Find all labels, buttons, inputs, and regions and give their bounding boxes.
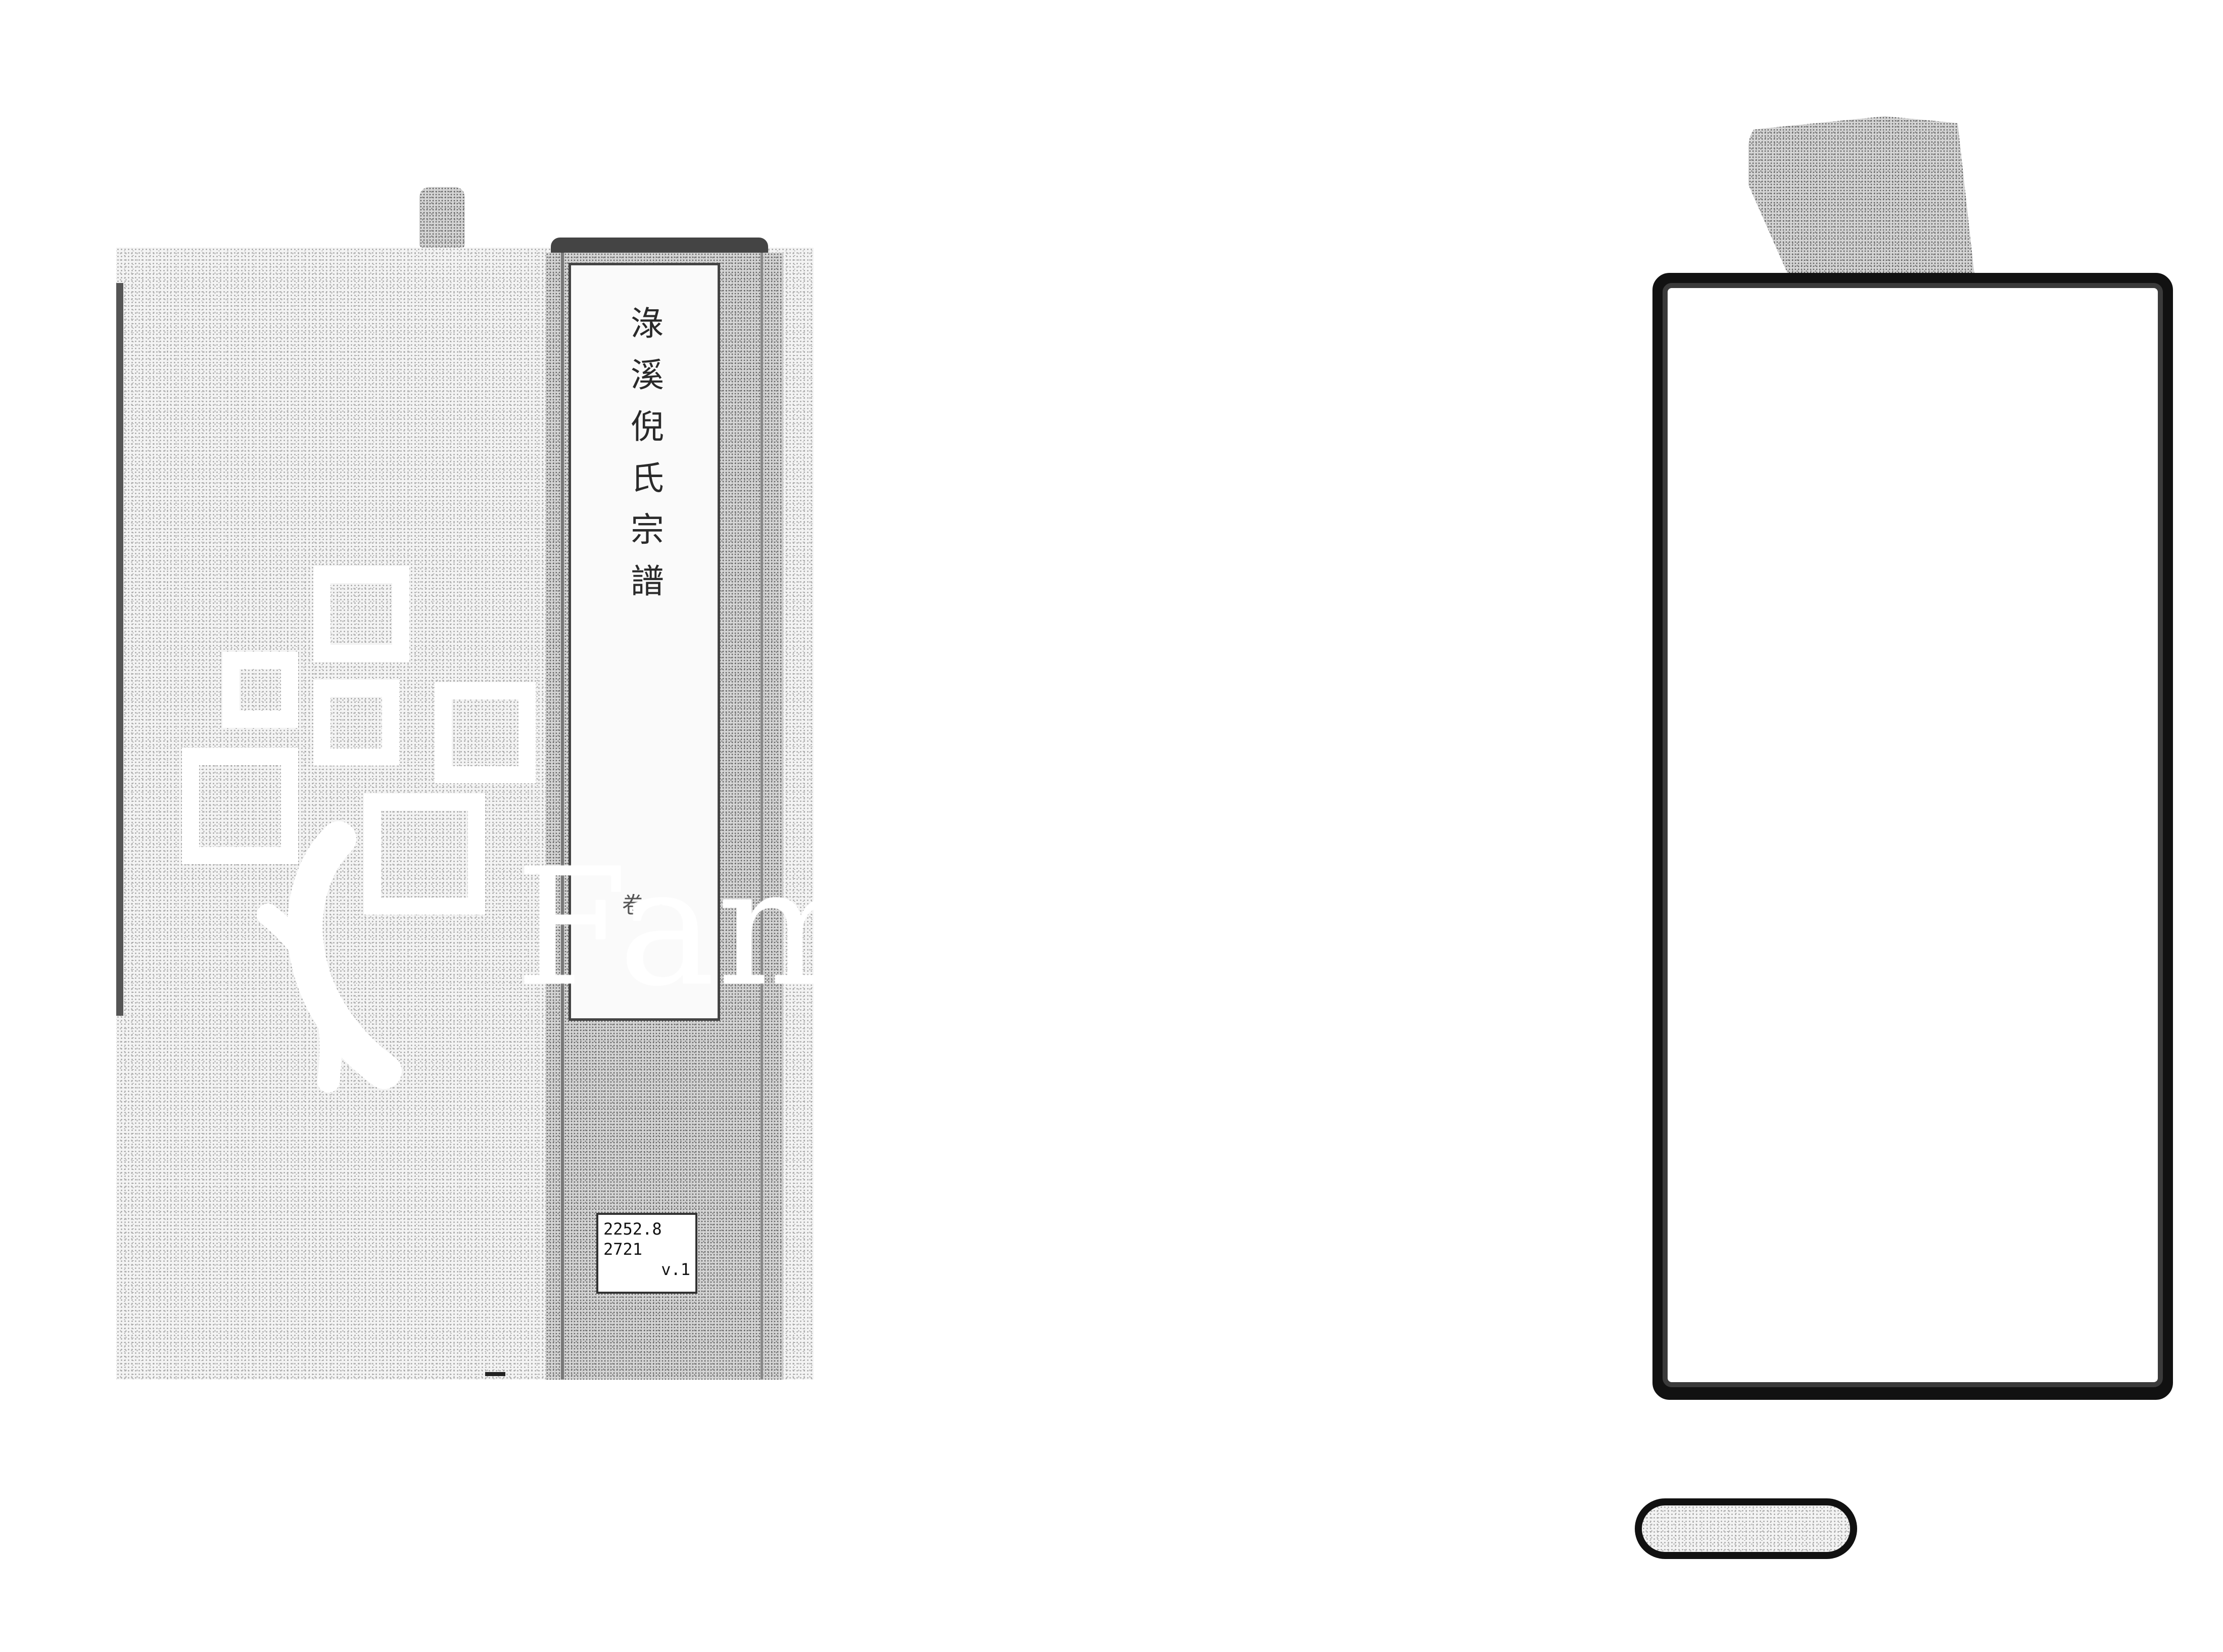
spine-fold-line xyxy=(561,253,564,1380)
title-char: 淥 xyxy=(625,306,664,357)
call-number-cutter: 2721 xyxy=(603,1240,643,1259)
cover-bottom-mark xyxy=(485,1372,505,1376)
watermark-square xyxy=(435,682,536,783)
watermark-square xyxy=(313,680,399,766)
title-slip: 淥 溪 倪 氏 宗 譜 卷一 xyxy=(569,263,720,1021)
back-cover-tab xyxy=(1748,116,1976,288)
title-char: 溪 xyxy=(625,357,664,409)
watermark-text: FamilySearch xyxy=(515,834,1661,1022)
spine-fold-line xyxy=(761,253,763,1380)
watermark-square xyxy=(222,652,298,728)
watermark-square xyxy=(364,793,485,915)
back-cover-page xyxy=(1663,283,2163,1387)
cover-top-tab xyxy=(419,187,465,248)
binding-clasp xyxy=(1635,1498,1857,1559)
title-char: 倪 xyxy=(625,409,664,460)
library-call-number-label: 2252.8 2721 v.1 xyxy=(596,1213,697,1294)
cover-edge-shadow xyxy=(116,283,123,1016)
familysearch-watermark-logo xyxy=(172,566,627,1102)
watermark-square xyxy=(182,748,298,864)
call-number-volume: v.1 xyxy=(661,1260,690,1279)
call-number-class: 2252.8 xyxy=(603,1219,662,1239)
watermark-arc xyxy=(257,821,402,1093)
title-char: 譜 xyxy=(625,563,664,615)
watermark-square xyxy=(313,566,409,662)
book-title: 淥 溪 倪 氏 宗 譜 xyxy=(571,306,718,862)
title-char: 宗 xyxy=(625,512,664,563)
volume-mark: 卷一 xyxy=(622,892,667,918)
title-char: 氏 xyxy=(625,460,664,512)
